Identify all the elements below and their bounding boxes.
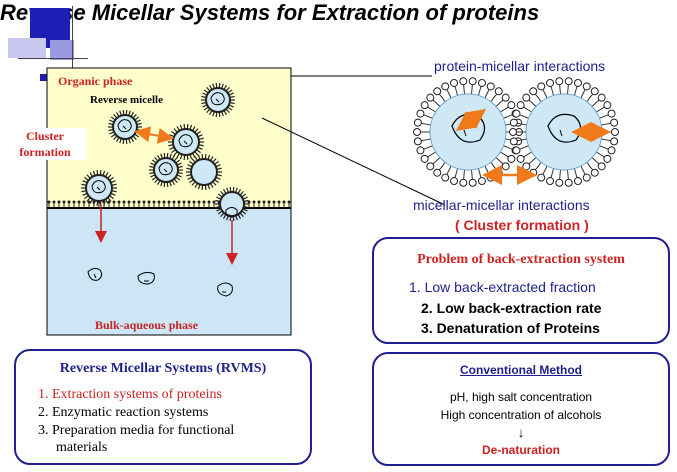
- problem-box: Problem of back-extraction system 1. Low…: [372, 237, 670, 344]
- problem-item-3: 3. Denaturation of Proteins: [421, 320, 600, 336]
- protein-micellar-arrow-left: [455, 109, 487, 131]
- free-proteins: [87, 267, 233, 297]
- right-micelles: [413, 77, 619, 187]
- corner-square-mid: [50, 40, 74, 60]
- left-micelles: [81, 83, 249, 221]
- big-micelle-left: [413, 77, 523, 187]
- rvms-item-2: 2. Enzymatic reaction systems: [38, 405, 209, 420]
- micelle-cluster-1: [168, 124, 204, 160]
- conventional-box: Conventional Method pH, high salt concen…: [372, 352, 670, 466]
- micellar-micellar-label: micellar-micellar interactions: [413, 197, 590, 213]
- protein-micellar-label: protein-micellar interactions: [434, 58, 605, 74]
- problem-item-2: 2. Low back-extraction rate: [421, 300, 602, 316]
- problem-item-1: 1. Low back-extracted fraction: [409, 279, 596, 295]
- rvms-item-1: 1. Extraction systems of proteins: [38, 387, 222, 402]
- conventional-line1: pH, high salt concentration: [449, 390, 593, 404]
- cluster-paren-label: ( Cluster formation ): [455, 217, 589, 233]
- corner-square-light: [8, 38, 46, 58]
- phase-frame: [46, 67, 292, 336]
- organic-phase-label: Organic phase: [58, 74, 133, 88]
- micelle-reverse: [108, 110, 142, 144]
- cluster-formation-label: Cluster formation: [4, 128, 86, 160]
- down-arrow-icon: ↓: [517, 425, 525, 440]
- big-micelle-right: [509, 77, 619, 187]
- rvms-box: Reverse Micellar Systems (RVMS) 1. Extra…: [14, 349, 312, 465]
- protein-micellar-text: protein-micellar interactions: [434, 58, 606, 74]
- rvms-item-3: 3. Preparation media for functional: [38, 423, 235, 438]
- aqueous-phase-region: [47, 208, 291, 335]
- corner-vline: [72, 6, 73, 72]
- cluster-formation-line1: Cluster: [26, 129, 64, 143]
- rvms-heading: Reverse Micellar Systems (RVMS): [59, 361, 267, 376]
- bullet-square: [40, 74, 47, 81]
- micelle-top-right: [201, 83, 235, 117]
- conventional-line2: High concentration of alcohols: [440, 408, 602, 422]
- conventional-result: De-naturation: [482, 443, 560, 457]
- cluster-arrow: [134, 126, 174, 144]
- micelle-left: [81, 170, 117, 206]
- bulk-aqueous-label: Bulk-aqueous phase: [95, 318, 199, 332]
- cluster-formation-line2: formation: [19, 145, 71, 159]
- reverse-micelle-label: Reverse micelle: [90, 94, 163, 106]
- page-title: Reverse Micellar Systems for Extraction …: [0, 0, 540, 25]
- interface-hairs: [47, 200, 291, 208]
- conventional-heading: Conventional Method: [460, 363, 582, 377]
- rvms-item-3-cont: materials: [56, 440, 108, 455]
- corner-hline: [18, 58, 88, 59]
- problem-heading: Problem of back-extraction system: [417, 252, 625, 267]
- micelle-cluster-2: [149, 153, 183, 187]
- micelle-cluster-3: [186, 154, 222, 190]
- connector-diag: [261, 117, 446, 206]
